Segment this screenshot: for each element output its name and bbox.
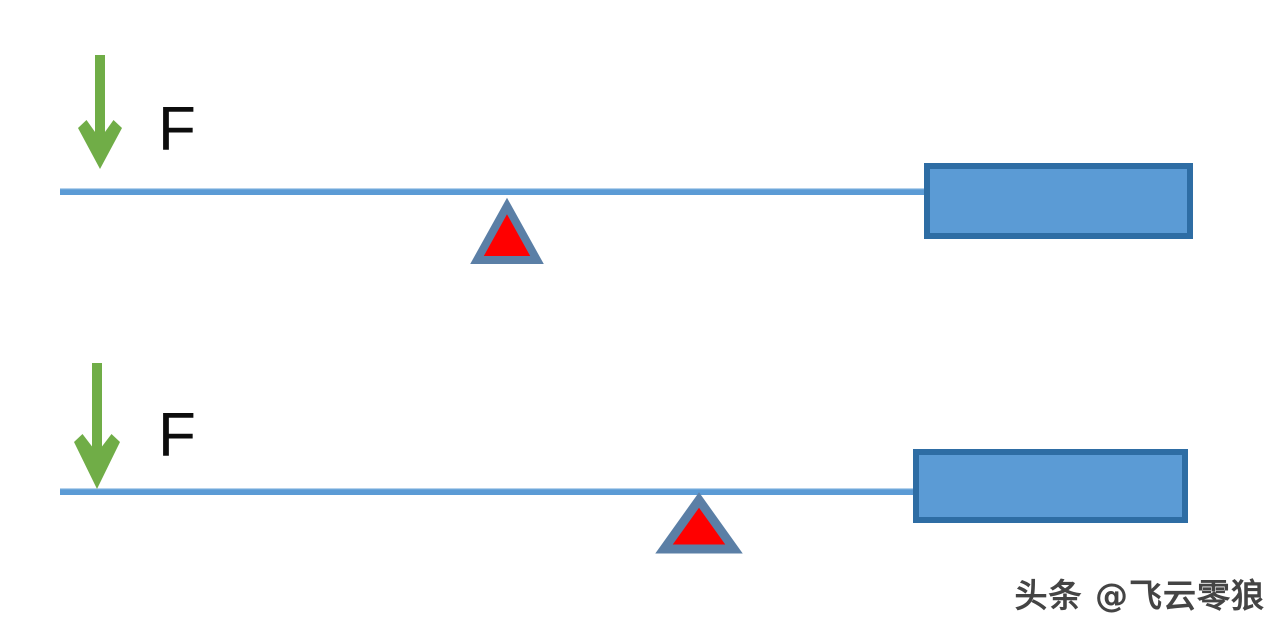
lever-beam-top-highlight — [60, 188, 960, 190]
fulcrum-triangle-top — [470, 197, 544, 264]
load-block-bottom — [913, 449, 1188, 523]
fulcrum-triangle-bottom — [655, 492, 743, 554]
scene-bottom — [60, 363, 1188, 554]
force-arrow-down-top — [78, 55, 122, 169]
watermark-text: 头条 @飞云零狼 — [1014, 576, 1265, 615]
force-label-top: F — [158, 95, 196, 164]
lever-beam-bottom-highlight — [60, 488, 950, 490]
force-label-bottom: F — [158, 401, 196, 470]
lever-beam-top — [60, 189, 960, 195]
load-block-top — [924, 163, 1193, 239]
force-arrow-down-bottom — [74, 363, 120, 489]
scene-top — [60, 55, 1193, 264]
lever-beam-bottom — [60, 489, 950, 495]
